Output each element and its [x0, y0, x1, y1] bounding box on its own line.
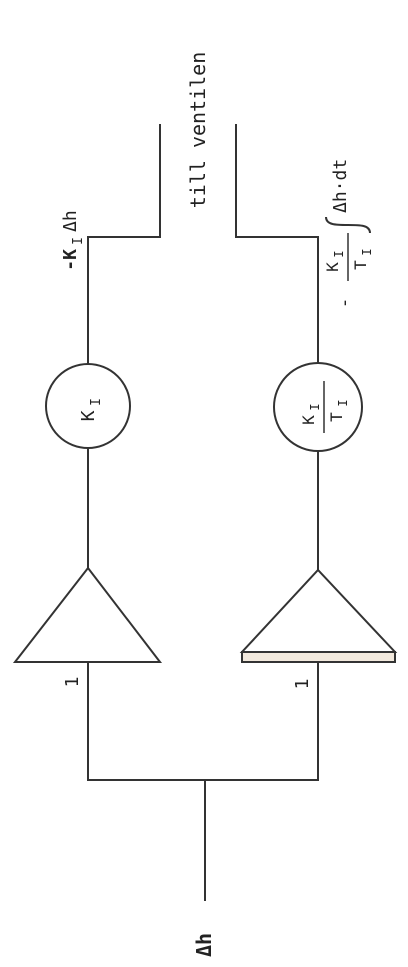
output-prop-sub: I — [71, 237, 86, 245]
output-int-den: T — [351, 260, 370, 270]
prop-block-k: K — [78, 410, 99, 421]
int-block-num: K — [299, 415, 318, 425]
input-label: Δh — [192, 933, 216, 957]
gain-bottom-label: 1 — [292, 679, 313, 690]
output-int-num: K — [323, 262, 342, 272]
destination-label-group: till ventilen — [186, 52, 210, 209]
output-int-label: - K I T I Δh·dt — [323, 159, 374, 309]
gain-bottom-group: 1 — [292, 679, 313, 690]
output-int-integrand: Δh·dt — [330, 159, 351, 213]
int-gain-block — [273, 362, 363, 452]
amplifier-top — [12, 566, 163, 663]
prop-gain-block — [45, 363, 131, 449]
output-prop-label: -K I Δh — [60, 210, 86, 270]
output-int-num-sub: I — [332, 250, 346, 257]
output-prop-suffix: Δh — [60, 210, 81, 232]
amplifier-bottom-triangle — [239, 568, 398, 653]
wiring — [87, 124, 319, 901]
int-block-label: K I T I — [299, 381, 350, 433]
prop-block-label: K I — [78, 398, 104, 421]
int-block-den-sub: I — [336, 399, 350, 406]
gain-top-group: 1 — [62, 677, 83, 688]
output-prop-prefix: -K — [60, 249, 81, 271]
prop-block-sub: I — [89, 398, 104, 406]
int-block-num-sub: I — [308, 403, 322, 410]
amplifier-bottom — [239, 568, 398, 663]
input-label-group: Δh — [192, 933, 216, 957]
destination-label: till ventilen — [186, 52, 210, 209]
output-int-den-sub: I — [360, 248, 374, 255]
integral-sign-icon — [325, 216, 371, 234]
output-int-sign: - — [334, 298, 355, 309]
amplifier-bottom-bar — [241, 651, 396, 663]
gain-top-label: 1 — [62, 677, 83, 688]
int-block-den: T — [327, 412, 346, 422]
